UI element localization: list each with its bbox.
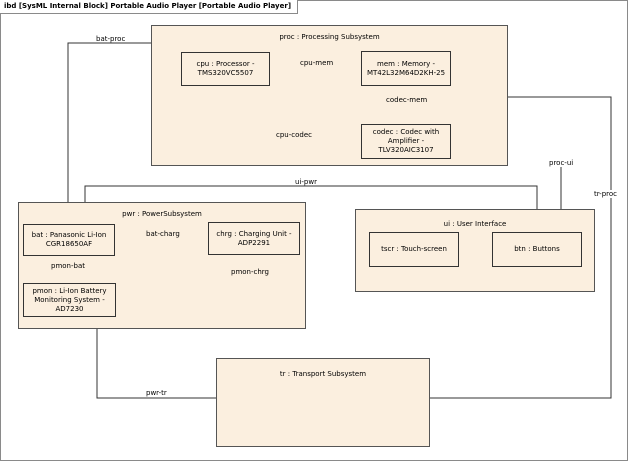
label-bat-charg: bat-charg [146,230,180,238]
part-chrg-charging-unit[interactable]: chrg : Charging Unit - ADP2291 [208,222,300,255]
part-btn-line1: btn : Buttons [514,245,560,253]
label-bat-proc: bat-proc [96,35,126,43]
part-codec-line2: Amplifier - [387,137,425,145]
part-pmon-line1: pmon : Li-Ion Battery [32,286,107,295]
block-title-power: pwr : PowerSubsystem [122,210,202,218]
block-title-transport: tr : Transport Subsystem [279,370,367,378]
part-codec-line3: TLV320AIC3107 [378,146,434,154]
part-mem-line2: MT42L32M64D2KH-25 [366,68,446,77]
part-mem-memory[interactable]: mem : Memory - MT42L32M64D2KH-25 [361,51,451,86]
label-codec-mem: codec-mem [386,96,428,104]
part-pmon-line2: Monitoring System - [34,295,105,304]
part-btn-buttons[interactable]: btn : Buttons [492,232,582,267]
part-codec-line1: codec : Codec with [372,128,440,136]
label-proc-ui: proc-ui [549,159,574,167]
part-pmon-battery-monitor[interactable]: pmon : Li-Ion Battery Monitoring System … [23,283,116,317]
block-title-processing: proc : Processing Subsystem [279,33,380,41]
part-pmon-line3: AD7230 [55,304,84,313]
label-cpu-mem: cpu-mem [300,59,334,67]
part-codec[interactable]: codec : Codec with Amplifier - TLV320AIC… [361,124,451,159]
part-cpu-line1: cpu : Processor - [196,60,255,68]
label-ui-pwr: ui-pwr [295,178,317,186]
part-tscr-line1: tscr : Touch-screen [381,245,447,253]
wire-tr-proc [430,96,612,399]
part-mem-line1: mem : Memory - [377,59,435,68]
diagram-frame-title: ibd [SysML Internal Block] Portable Audi… [0,0,299,14]
part-cpu-processor[interactable]: cpu : Processor - TMS320VC5507 [181,52,270,86]
block-transport-subsystem[interactable]: tr : Transport Subsystem [216,358,430,447]
block-title-ui: ui : User Interface [443,220,507,228]
part-tscr-touch-screen[interactable]: tscr : Touch-screen [369,232,459,267]
part-bat-line1: bat : Panasonic Li-Ion [31,231,107,239]
part-chrg-line1: chrg : Charging Unit - [216,229,292,238]
label-pmon-bat: pmon-bat [51,262,85,270]
part-chrg-line2: ADP2291 [237,238,271,247]
part-bat-line2: CGR18650AF [45,240,93,248]
label-cpu-codec: cpu-codec [276,131,312,139]
label-pwr-tr: pwr-tr [146,389,167,397]
part-bat-battery[interactable]: bat : Panasonic Li-Ion CGR18650AF [23,224,115,256]
wire-bat-proc [67,42,151,224]
label-tr-proc: tr-proc [594,190,617,198]
block-processing-subsystem[interactable]: proc : Processing Subsystem [151,25,508,166]
part-cpu-line2: TMS320VC5507 [197,69,254,77]
wire-pwr-tr [96,329,216,399]
label-pmon-chrg: pmon-chrg [231,268,269,276]
